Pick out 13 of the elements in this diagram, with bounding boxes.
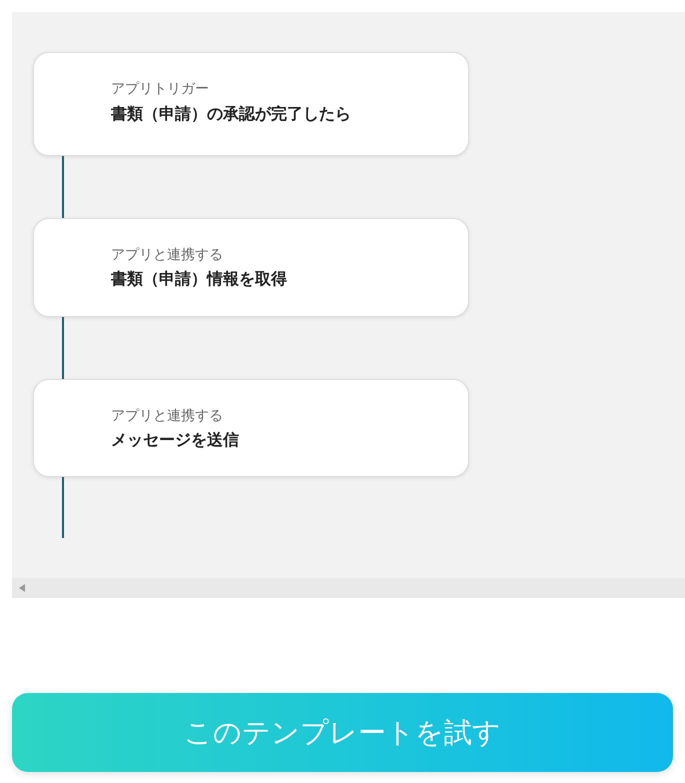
step-label: アプリと連携する — [111, 246, 223, 264]
connector-line — [62, 156, 64, 218]
step-card — [33, 379, 469, 477]
connector-line — [62, 317, 64, 379]
connector-line — [62, 477, 64, 538]
step-card — [33, 218, 469, 317]
step-title: 書類（申請）情報を取得 — [111, 269, 287, 289]
step-title: 書類（申請）の承認が完了したら — [111, 104, 351, 124]
step-title: メッセージを送信 — [111, 430, 239, 450]
step-label: アプリトリガー — [111, 80, 209, 98]
try-template-button: このテンプレートを試す — [12, 693, 673, 772]
step-card — [33, 52, 469, 156]
step-label: アプリと連携する — [111, 407, 223, 425]
